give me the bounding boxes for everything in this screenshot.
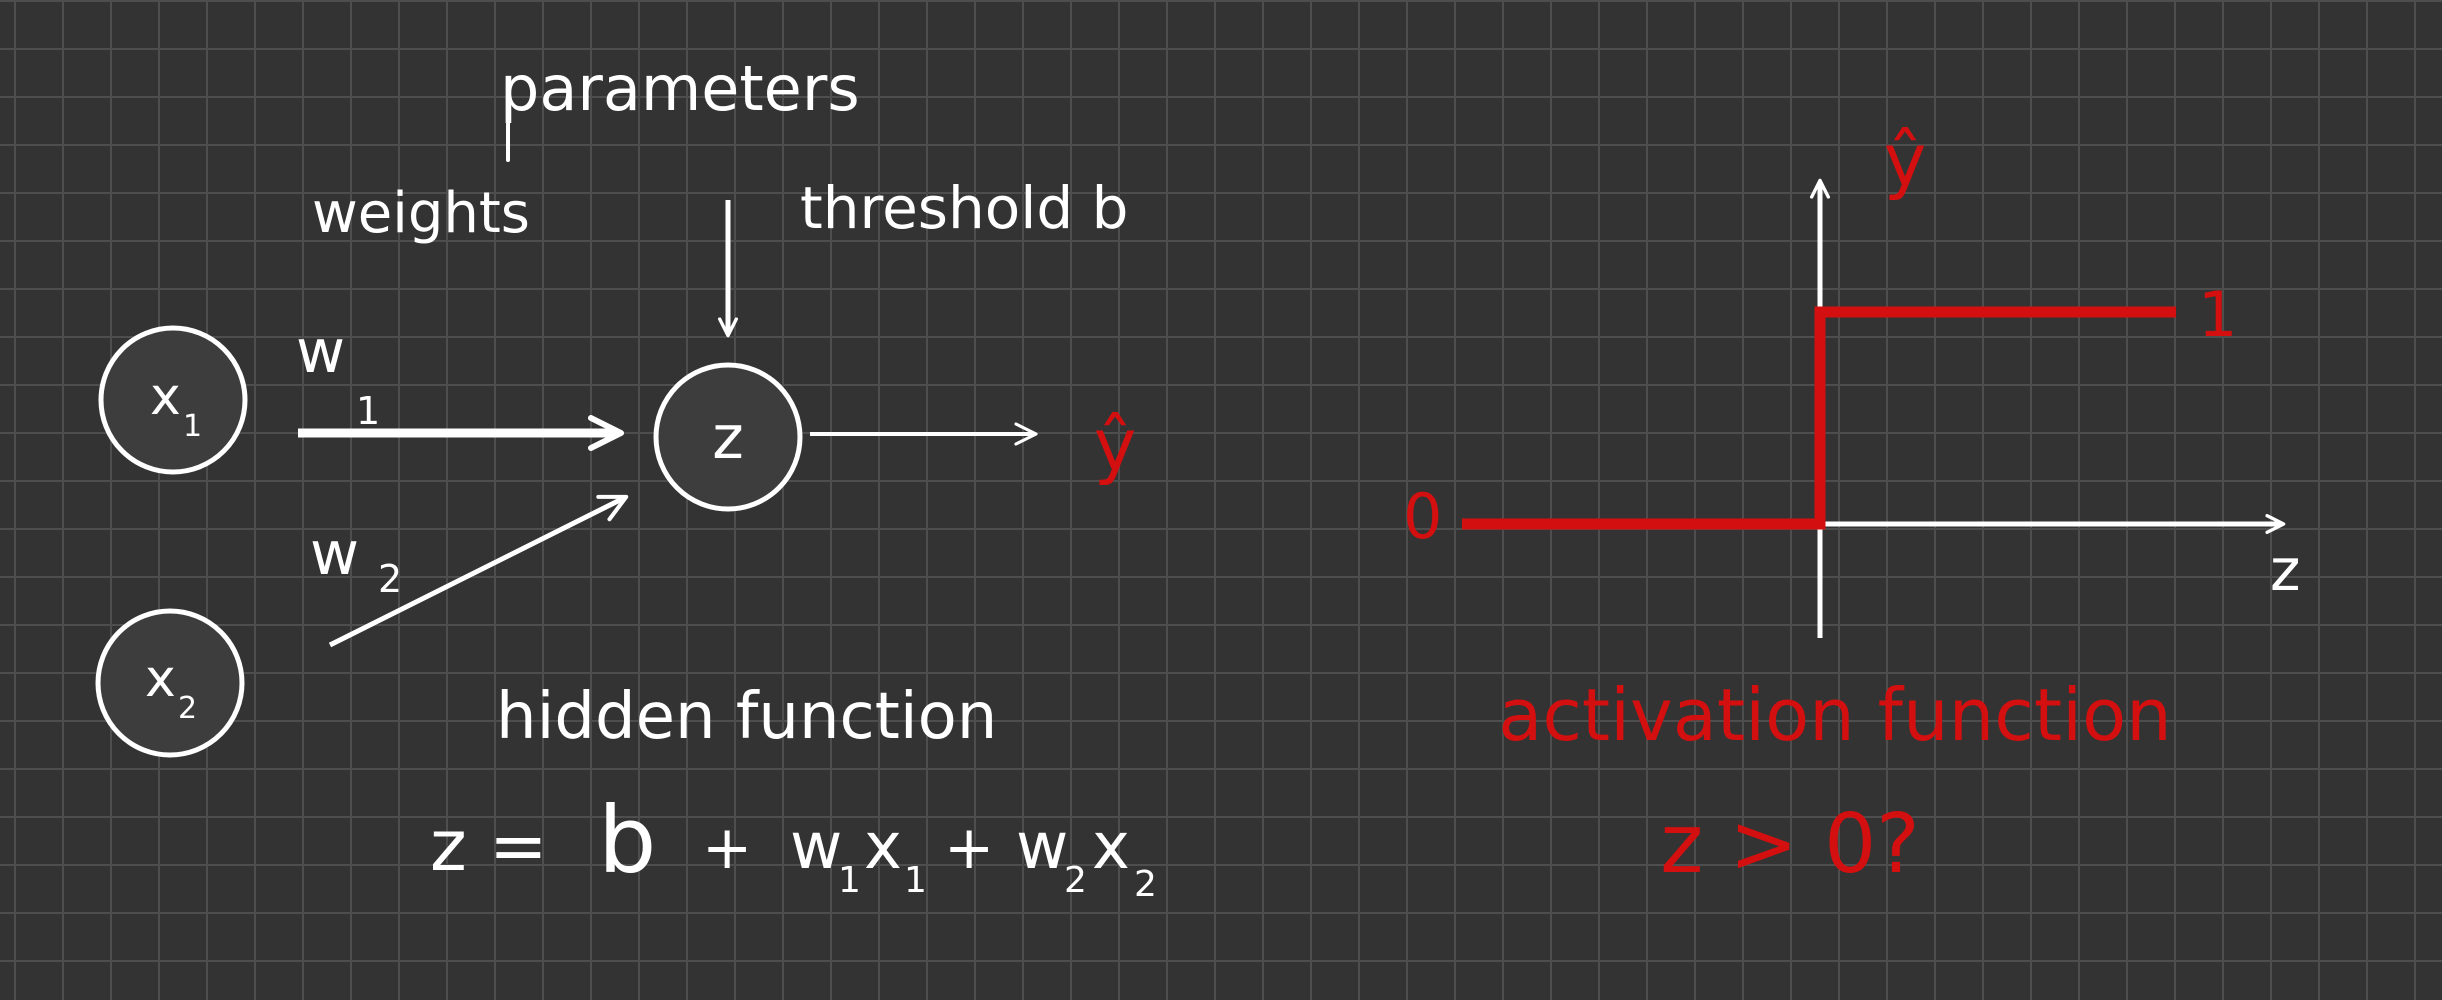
weight-w1-base: w bbox=[296, 317, 345, 387]
eq-plus-2: + bbox=[944, 813, 994, 883]
input-x1-base: x bbox=[150, 367, 181, 427]
eq-w1: w bbox=[790, 810, 842, 884]
eq-w1-subscript: 1 bbox=[838, 860, 861, 901]
eq-x2-subscript: 2 bbox=[1134, 864, 1157, 905]
node-z-label: z bbox=[712, 403, 744, 473]
edge-x2-to-z bbox=[328, 494, 629, 648]
eq-x1: x bbox=[864, 810, 902, 884]
eq-w2: w bbox=[1016, 810, 1068, 884]
weight-w2-subscript: 2 bbox=[378, 557, 402, 601]
parameters-label: parameters bbox=[500, 52, 860, 125]
input-x1-subscript: 1 bbox=[183, 409, 202, 444]
low-value-label: 0 bbox=[1403, 480, 1442, 553]
y-axis-label: ŷ bbox=[1884, 118, 1927, 202]
threshold-label: threshold b bbox=[800, 174, 1128, 242]
weight-w2-base: w bbox=[310, 519, 359, 589]
input-x2-subscript: 2 bbox=[178, 691, 197, 726]
activation-function-title: activation function bbox=[1498, 673, 2172, 757]
perceptron-diagram: parameters weights threshold b x 1 x 2 w… bbox=[95, 52, 1157, 905]
input-x2-base: x bbox=[145, 649, 176, 709]
eq-lhs: z = bbox=[430, 805, 548, 887]
eq-plus-1: + bbox=[702, 813, 752, 883]
weights-label: weights bbox=[312, 181, 530, 246]
input-node-x1: x 1 bbox=[98, 325, 248, 475]
hidden-function-equation: z = b + w 1 x 1 + w 2 x 2 bbox=[430, 787, 1157, 905]
activation-condition: z > 0? bbox=[1660, 797, 1920, 892]
weight-w1-subscript: 1 bbox=[356, 389, 380, 433]
x-axis-label: z bbox=[2270, 536, 2300, 604]
node-z: z bbox=[653, 362, 803, 512]
eq-bias: b bbox=[598, 787, 656, 894]
eq-x1-subscript: 1 bbox=[904, 860, 927, 901]
step-function-curve bbox=[1462, 306, 2176, 530]
high-value-label: 1 bbox=[2198, 278, 2237, 351]
activation-plot: ŷ z 0 1 activation function z > 0? bbox=[1403, 118, 2300, 892]
output-y-hat: ŷ bbox=[1094, 403, 1137, 487]
eq-w2-subscript: 2 bbox=[1064, 860, 1087, 901]
input-node-x2: x 2 bbox=[95, 608, 245, 758]
hidden-function-label: hidden function bbox=[496, 680, 997, 754]
eq-x2: x bbox=[1092, 810, 1130, 884]
